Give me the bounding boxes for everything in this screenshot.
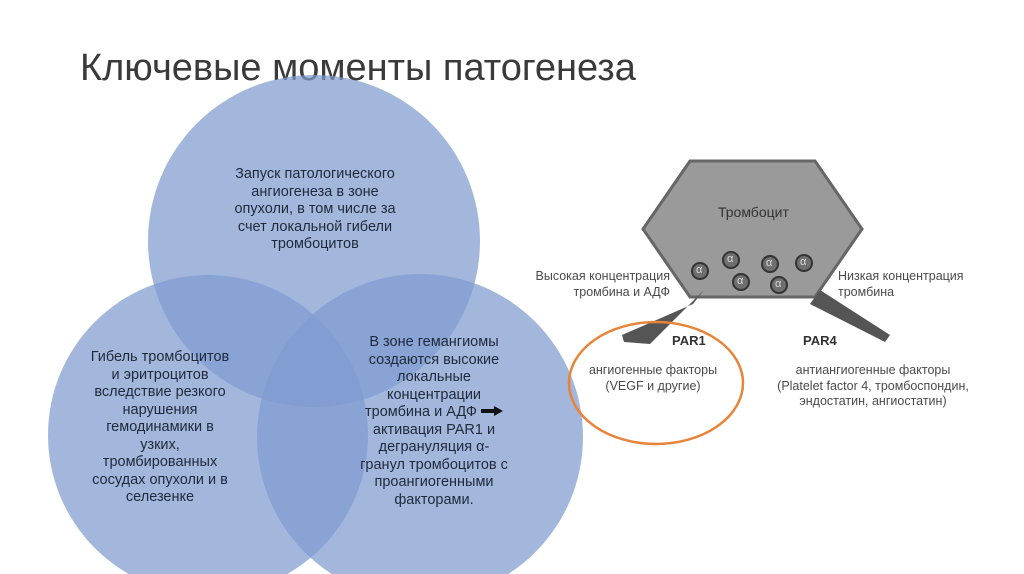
text-line: Гибель тромбоцитов: [90, 349, 230, 365]
text-line: ангиогенеза в зоне: [251, 183, 379, 200]
low-concentration-label: Низкая концентрация тромбина: [838, 269, 964, 300]
text-line: концентрации: [386, 386, 482, 403]
angiogenic-highlight-ellipse: [567, 320, 745, 446]
par4-label: PAR4: [803, 333, 837, 348]
angiogenic-factors-label: ангиогенные факторы (VEGF и другие): [563, 363, 743, 394]
text-line-span: тромбина и АДФ: [365, 404, 477, 420]
text-line: опухоли, в том числе за: [234, 201, 396, 217]
alpha-granule: [795, 254, 813, 272]
venn-right-text: В зоне гемангиомы создаются высокие лока…: [334, 334, 534, 509]
alpha-granule: [722, 251, 740, 269]
alpha-symbol: α: [696, 264, 703, 276]
alpha-symbol: α: [766, 257, 773, 269]
text-line: антиангиогенные факторы: [795, 363, 951, 377]
par4-receptor: [810, 290, 890, 342]
venn-top-text: Запуск патологического ангиогенеза в зон…: [190, 166, 440, 254]
platelet-diagram: [567, 159, 890, 446]
venn-left-text: Гибель тромбоцитов и эритроцитов вследст…: [60, 349, 260, 507]
text-line: дегрануляция α-: [378, 439, 490, 455]
alpha-granule: [732, 273, 750, 291]
text-line: сосудах опухоли и в: [92, 471, 228, 488]
text-line: ангиогенные факторы: [588, 363, 718, 377]
text-line: Низкая концентрация: [838, 269, 964, 283]
text-line: вследствие резкого: [94, 384, 226, 400]
text-line: тромбированных: [102, 454, 218, 470]
high-concentration-label: Высокая концентрация тромбина и АДФ: [520, 269, 670, 300]
text-line: счет локальной гибели: [237, 218, 393, 235]
text-line: тромбина: [838, 284, 895, 299]
alpha-granule: [761, 255, 779, 273]
text-line: Высокая концентрация: [535, 269, 670, 283]
text-line: В зоне гемангиомы: [369, 334, 499, 350]
text-line: Запуск патологического: [235, 166, 395, 182]
text-line: создаются высокие: [368, 351, 500, 368]
text-line: факторами.: [394, 491, 474, 508]
text-line: тромбина и АДФ: [334, 404, 534, 422]
text-line: локальные: [397, 369, 471, 385]
text-line: эндостатин, ангиостатин): [799, 394, 947, 408]
alpha-granule: [770, 276, 788, 294]
arrow-right-icon: [480, 404, 503, 422]
text-line: (Platelet factor 4, тромбоспондин,: [777, 378, 969, 393]
alpha-symbol: α: [800, 256, 807, 268]
text-line: тромбоцитов: [271, 236, 359, 252]
text-line: гемодинамики в: [106, 419, 214, 435]
text-line: проангиогенными: [374, 474, 494, 490]
par1-receptor: [622, 290, 704, 344]
text-line: (VEGF и другие): [605, 378, 701, 393]
text-line: узких,: [140, 436, 180, 453]
alpha-symbol: α: [727, 253, 734, 265]
text-line: селезенке: [125, 489, 195, 505]
text-line: гранул тромбоцитов с: [360, 456, 508, 473]
text-line: тромбина и АДФ: [573, 284, 670, 299]
venn-circle-right: [257, 274, 583, 574]
text-line: нарушения: [122, 401, 198, 418]
text-line: и эритроцитов: [111, 366, 209, 383]
par1-label: PAR1: [672, 333, 706, 348]
alpha-granule: [691, 262, 709, 280]
alpha-symbol: α: [737, 275, 744, 287]
antiangiogenic-factors-label: антиангиогенные факторы (Platelet factor…: [760, 363, 986, 410]
platelet-shape: [641, 159, 864, 299]
text-line: активация PAR1 и: [372, 421, 496, 438]
platelet-label: Тромбоцит: [718, 204, 789, 220]
alpha-granules: [691, 251, 813, 294]
alpha-symbol: α: [775, 278, 782, 290]
